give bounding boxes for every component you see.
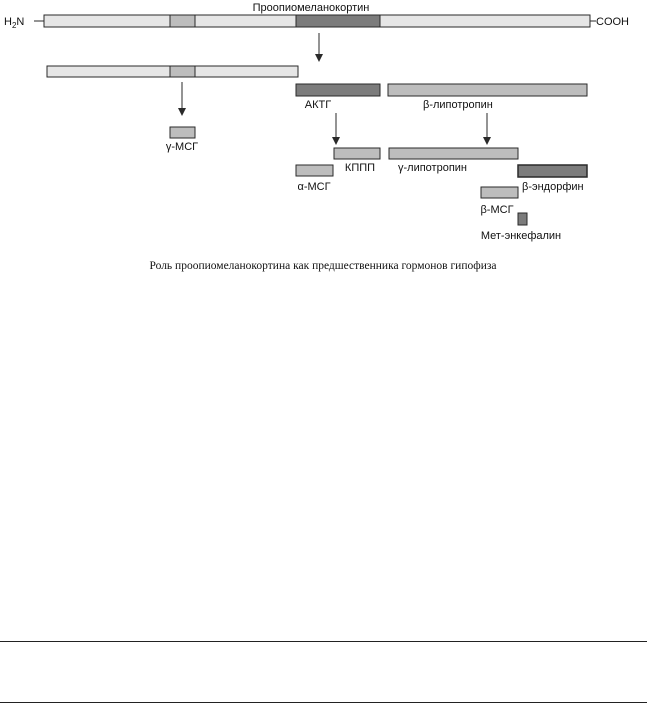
actg-bar [295,83,381,97]
gamma-lipotropin-bar [388,147,519,160]
beta-lipotropin-label: β-липотропин [423,99,493,111]
met-enkephalin-bar [517,212,528,226]
precursor-gamma-msg-segment [169,14,196,28]
gamma-lipotropin-label: γ-липотропин [398,162,467,174]
alpha-msg-label: α-МСГ [297,181,330,193]
beta-endorphin-bar [517,164,588,178]
n-terminus-label: H2N [4,16,24,30]
kppp-label: КППП [345,162,375,174]
c-terminus-label: COOH [596,16,629,28]
met-enkephalin-label: Мет-энкефалин [481,230,561,242]
figure-caption: Роль проопиомеланокортина как предшестве… [149,260,496,272]
beta-endorphin-label: β-эндорфин [522,181,584,193]
gamma-msg-label: γ-МСГ [166,141,198,153]
alpha-msg-bar [295,164,334,177]
kppp-bar [333,147,381,160]
beta-lipotropin-bar [387,83,588,97]
beta-msg-label: β-МСГ [480,204,513,216]
page-divider-top [0,641,647,642]
gamma-msg-bar [169,126,196,139]
n-fragment-gamma-msg-segment [169,65,196,78]
precursor-actg-segment [295,14,381,28]
page-divider-bottom [0,702,647,703]
precursor-title: Проопиомеланокортин [253,2,370,14]
actg-label: АКТГ [305,99,331,111]
beta-msg-bar [480,186,519,199]
